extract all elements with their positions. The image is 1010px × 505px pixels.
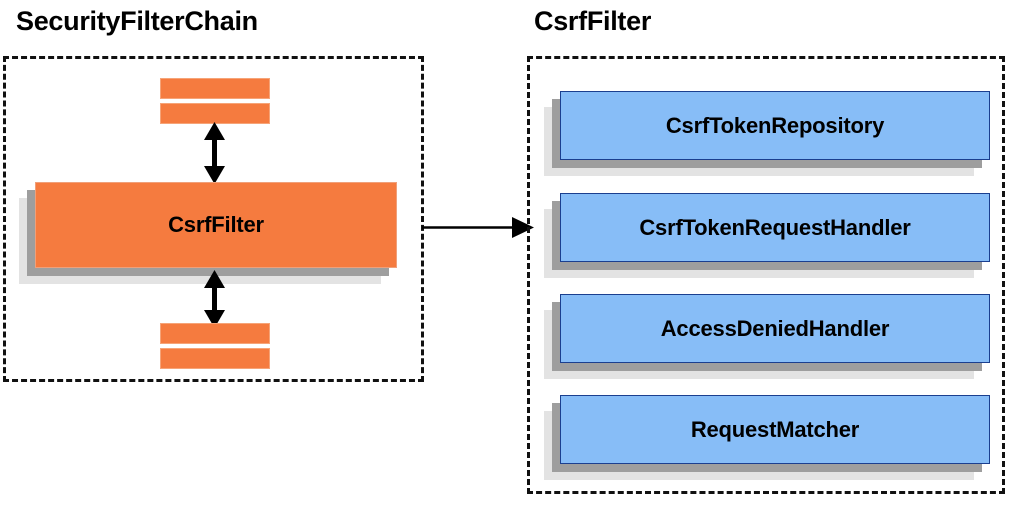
panel-security-filter-chain — [3, 56, 424, 382]
filter-strip-below-2 — [160, 348, 270, 369]
group-title-security-filter-chain: SecurityFilterChain — [16, 6, 258, 36]
filter-strip-above-2 — [160, 103, 270, 124]
panel-csrf-filter-collaborators — [527, 56, 1005, 494]
connector-chain-down-arrow — [204, 270, 225, 328]
connector-expand-arrow — [422, 217, 534, 238]
node-csrf-token-request-handler[interactable]: CsrfTokenRequestHandler — [560, 193, 990, 262]
node-request-matcher[interactable]: RequestMatcher — [560, 395, 990, 464]
filter-strip-above-1 — [160, 78, 270, 99]
node-csrf-token-repository[interactable]: CsrfTokenRepository — [560, 91, 990, 160]
node-access-denied-handler[interactable]: AccessDeniedHandler — [560, 294, 990, 363]
filter-strip-below-1 — [160, 323, 270, 344]
connector-chain-up-arrow — [204, 122, 225, 184]
node-csrf-filter[interactable]: CsrfFilter — [35, 182, 397, 268]
group-title-csrf-filter: CsrfFilter — [534, 6, 652, 36]
